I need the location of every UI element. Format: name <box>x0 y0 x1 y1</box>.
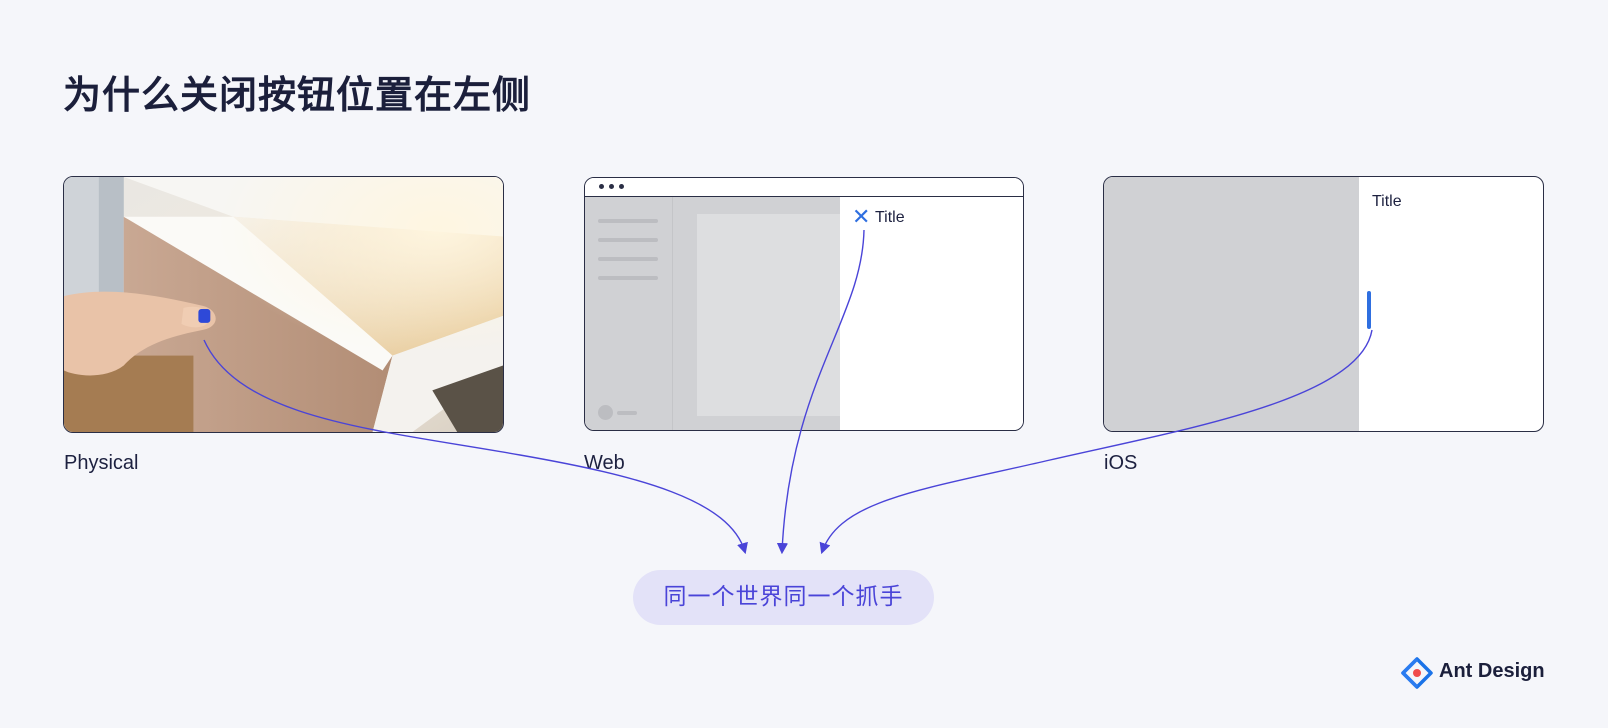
sidebar-item-placeholder <box>598 219 658 223</box>
drawer-title: Title <box>875 209 905 226</box>
window-dot-icon <box>599 184 604 189</box>
sidebar-item-placeholder <box>598 257 658 261</box>
close-icon[interactable]: ✕ <box>852 205 871 230</box>
physical-caption: Physical <box>64 452 139 474</box>
sheet-title: Title <box>1372 193 1402 210</box>
web-content-area <box>673 197 840 430</box>
drag-handle-icon[interactable] <box>1367 291 1371 329</box>
brand-name: Ant Design <box>1439 660 1545 682</box>
sidebar-item-placeholder <box>598 276 658 280</box>
ant-design-logo-icon <box>1401 657 1433 689</box>
summary-pill: 同一个世界同一个抓手 <box>633 570 934 625</box>
web-sidebar <box>585 197 673 430</box>
web-caption: Web <box>584 452 625 474</box>
ios-background-area <box>1104 177 1359 431</box>
avatar <box>598 405 613 420</box>
ios-panel: Title <box>1103 176 1544 432</box>
web-drawer: ✕ Title <box>840 197 1023 430</box>
browser-title-bar <box>585 178 1023 197</box>
window-dot-icon <box>619 184 624 189</box>
physical-panel <box>63 176 504 433</box>
content-card-placeholder <box>697 214 840 416</box>
ios-caption: iOS <box>1104 452 1138 474</box>
window-dot-icon <box>609 184 614 189</box>
drawer-photo <box>64 177 503 432</box>
sidebar-item-placeholder <box>598 238 658 242</box>
page-title: 为什么关闭按钮位置在左侧 <box>63 73 532 117</box>
user-name-placeholder <box>617 411 637 415</box>
brand-logo: Ant Design <box>1400 656 1545 689</box>
web-panel: ✕ Title <box>584 177 1024 431</box>
